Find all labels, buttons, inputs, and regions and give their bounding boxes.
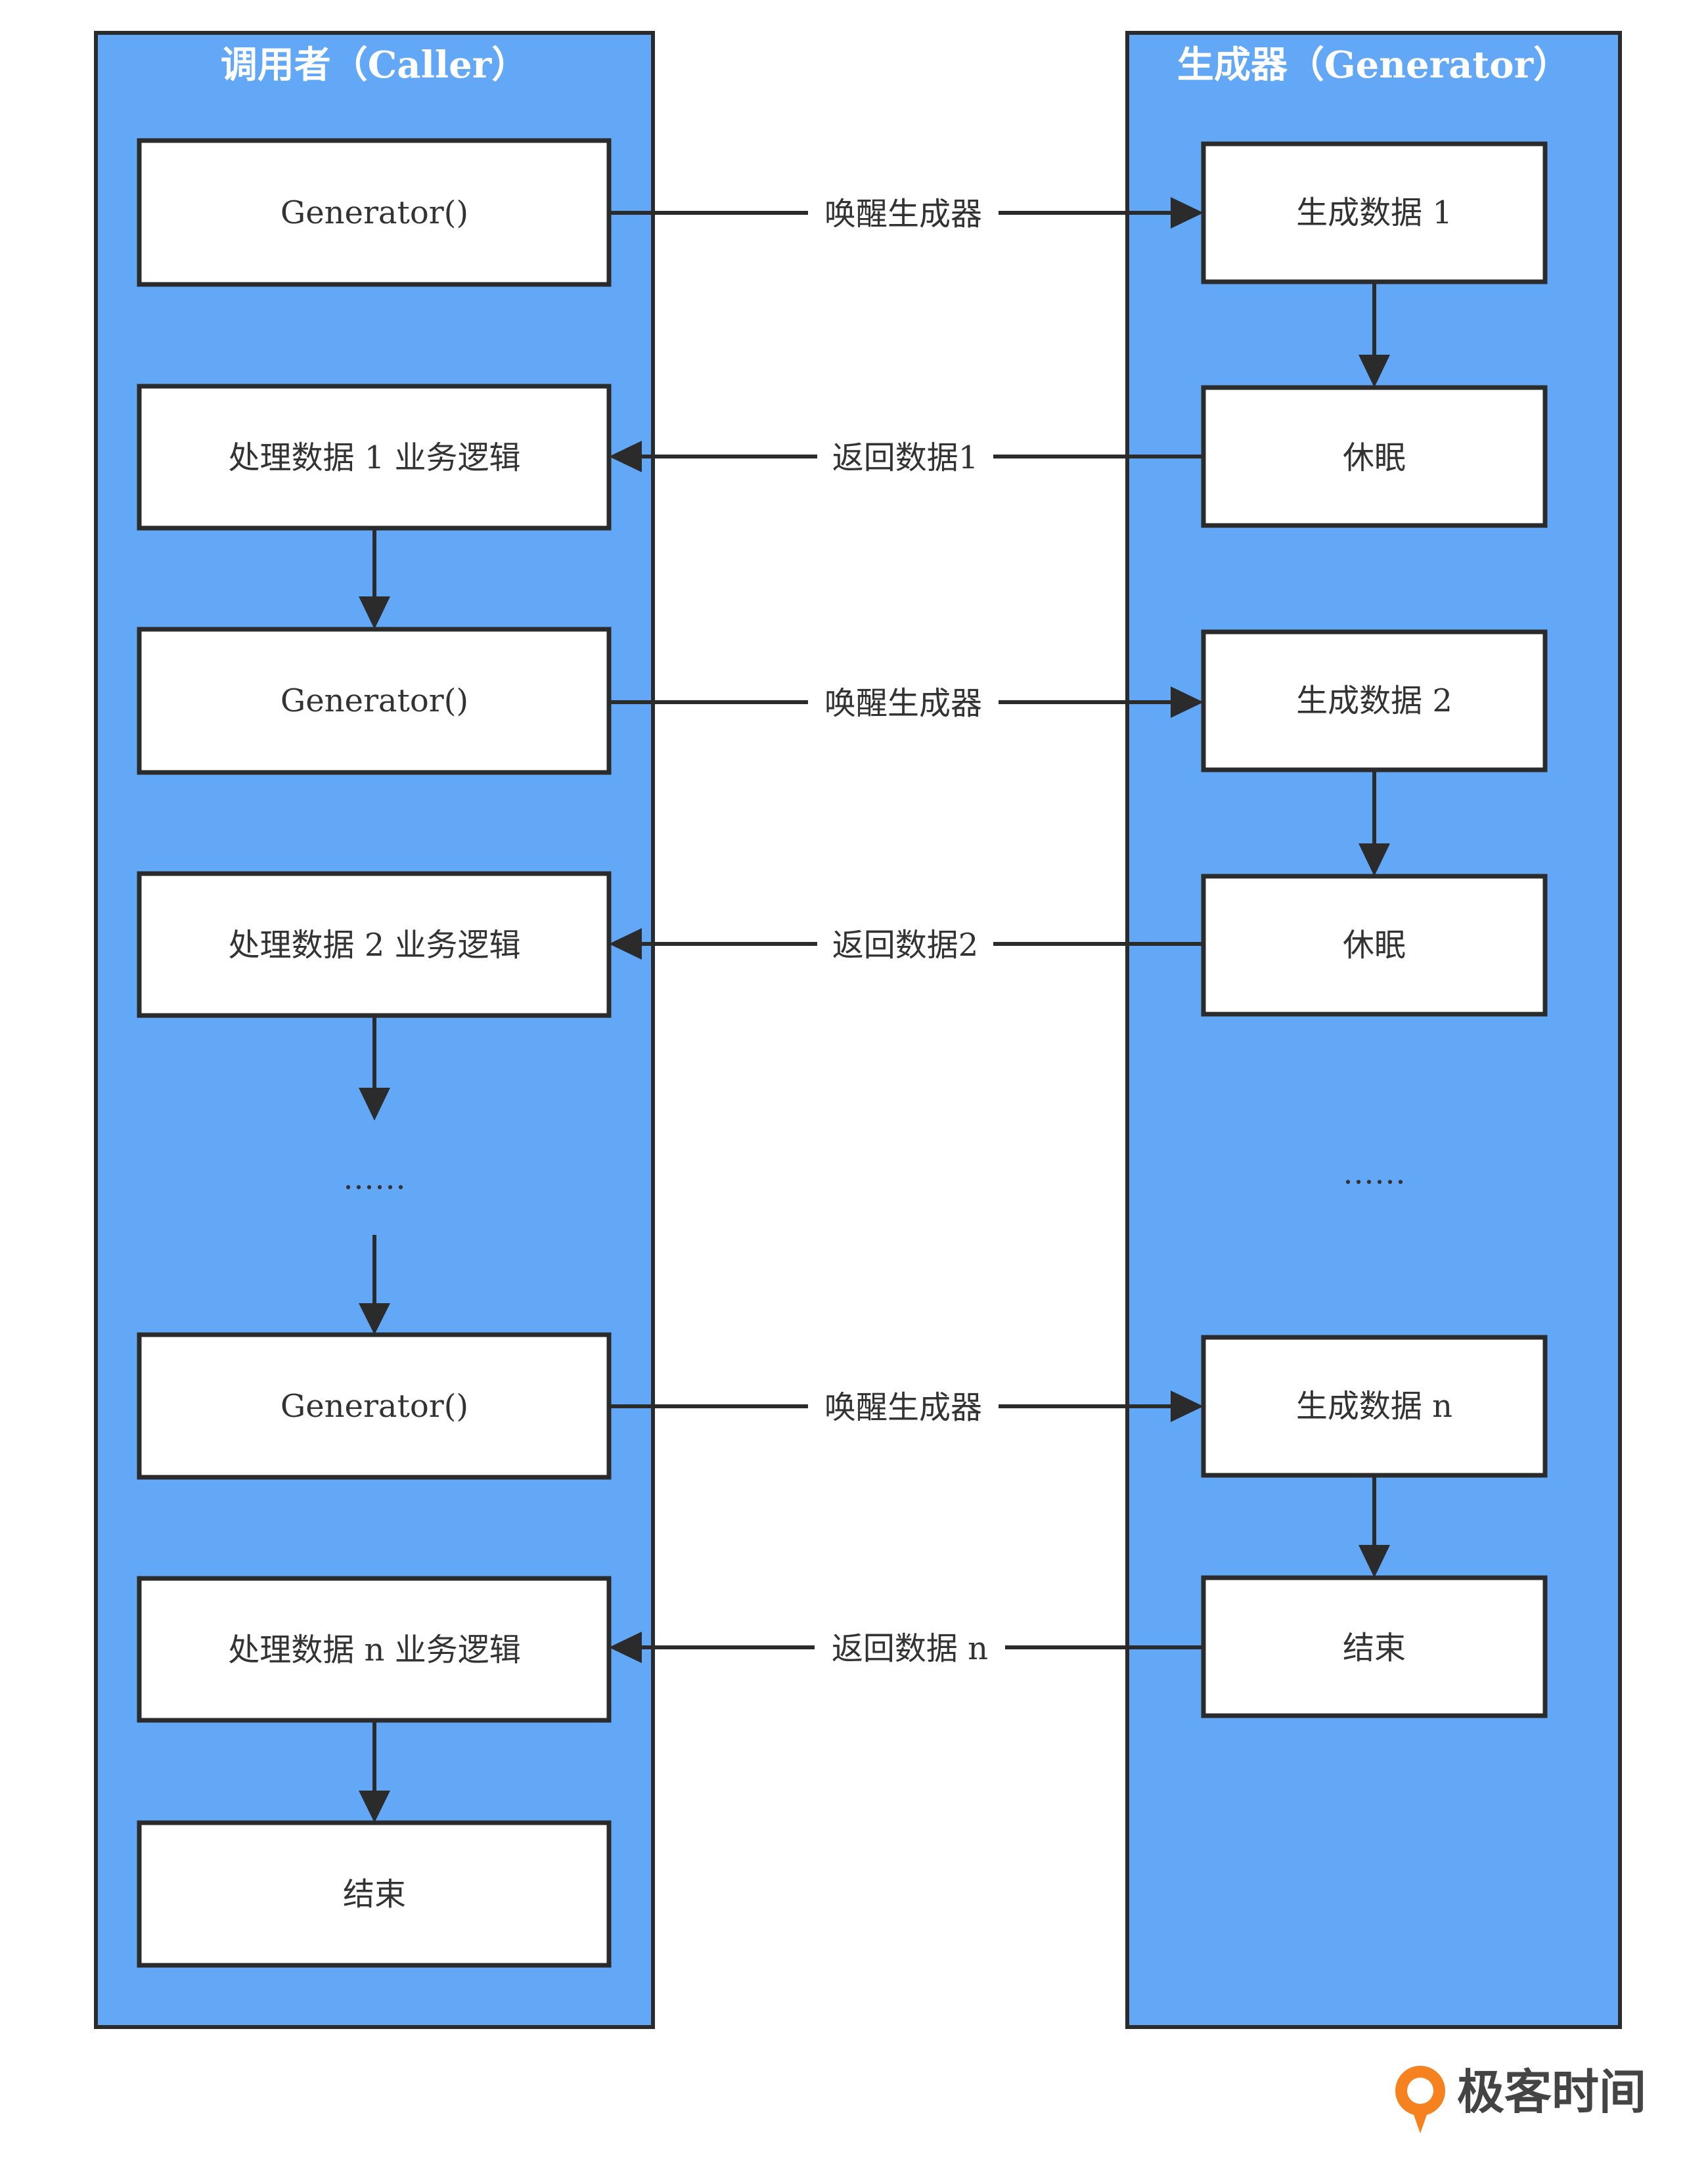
return-arrowhead-n	[609, 1632, 642, 1663]
wake-label-1: 唤醒生成器	[824, 196, 982, 233]
return-label-n: 返回数据 n	[832, 1630, 988, 1667]
generator-lane-title: 生成器（Generator）	[1177, 43, 1570, 87]
brand-logo-icon	[1395, 2066, 1445, 2133]
caller-node-process-n	[137, 1576, 612, 1723]
wake-label-n: 唤醒生成器	[824, 1389, 982, 1426]
brand-name: 极客时间	[1457, 2064, 1646, 2120]
return-arrowhead-2	[609, 928, 642, 960]
generator-node-sleep-1-label: 休眠	[1343, 439, 1406, 476]
generator-node-produce-2-label: 生成数据 2	[1296, 682, 1452, 719]
generator-node-sleep-2-label: 休眠	[1343, 927, 1406, 964]
caller-node-generator-call-n-label: Generator()	[281, 1388, 468, 1425]
caller-node-generator-call-1-label: Generator()	[281, 194, 468, 231]
caller-arrowhead	[359, 1088, 390, 1121]
caller-node-generator-call-n	[137, 1332, 612, 1480]
return-label-2: 返回数据2	[832, 927, 979, 964]
wake-label-bg-1	[808, 194, 999, 233]
wake-label-bg-2	[808, 684, 999, 722]
generator-node-sleep-1	[1201, 385, 1548, 528]
generator-arrowhead	[1359, 355, 1390, 388]
generator-node-produce-n	[1201, 1335, 1548, 1478]
brand-logo: 极客时间	[1395, 2064, 1646, 2133]
caller-node-process-n-label: 处理数据 n 业务逻辑	[228, 1632, 520, 1668]
generator-node-produce-1	[1201, 141, 1548, 284]
generator-node-produce-2	[1201, 629, 1548, 772]
caller-node-process-2-label: 处理数据 2 业务逻辑	[228, 927, 520, 964]
return-label-1: 返回数据1	[832, 439, 979, 476]
generator-arrowhead	[1359, 843, 1390, 876]
generator-node-end-label: 结束	[1343, 1630, 1406, 1666]
wake-arrowhead-1	[1171, 197, 1203, 229]
return-label-bg-2	[817, 925, 993, 964]
return-label-bg-n	[815, 1629, 1005, 1667]
caller-node-end	[137, 1820, 612, 1968]
generator-node-end	[1201, 1575, 1548, 1718]
wake-arrowhead-n	[1171, 1391, 1203, 1422]
generator-ellipsis: ……	[1343, 1155, 1406, 1192]
caller-node-process-2	[137, 871, 612, 1018]
caller-node-process-1	[137, 384, 612, 531]
generator-node-produce-n-label: 生成数据 n	[1296, 1388, 1452, 1425]
caller-lane-title: 调用者（Caller）	[221, 43, 529, 87]
caller-node-generator-call-2-label: Generator()	[281, 682, 468, 719]
wake-label-bg-n	[808, 1388, 999, 1426]
caller-node-process-1-label: 处理数据 1 业务逻辑	[228, 439, 520, 476]
caller-arrowhead	[359, 1791, 390, 1823]
return-label-bg-1	[817, 438, 993, 476]
generator-node-sleep-2	[1201, 874, 1548, 1017]
caller-ellipsis: ……	[343, 1160, 406, 1197]
caller-node-generator-call-2	[137, 627, 612, 775]
caller-arrowhead	[359, 596, 390, 629]
caller-arrowhead	[359, 1303, 390, 1335]
return-arrowhead-1	[609, 441, 642, 472]
generator-node-produce-1-label: 生成数据 1	[1296, 194, 1452, 231]
wake-label-2: 唤醒生成器	[824, 685, 982, 722]
wake-arrowhead-2	[1171, 686, 1203, 718]
generator-arrowhead	[1359, 1545, 1390, 1578]
caller-node-end-label: 结束	[343, 1876, 406, 1913]
caller-node-generator-call-1	[137, 138, 612, 287]
